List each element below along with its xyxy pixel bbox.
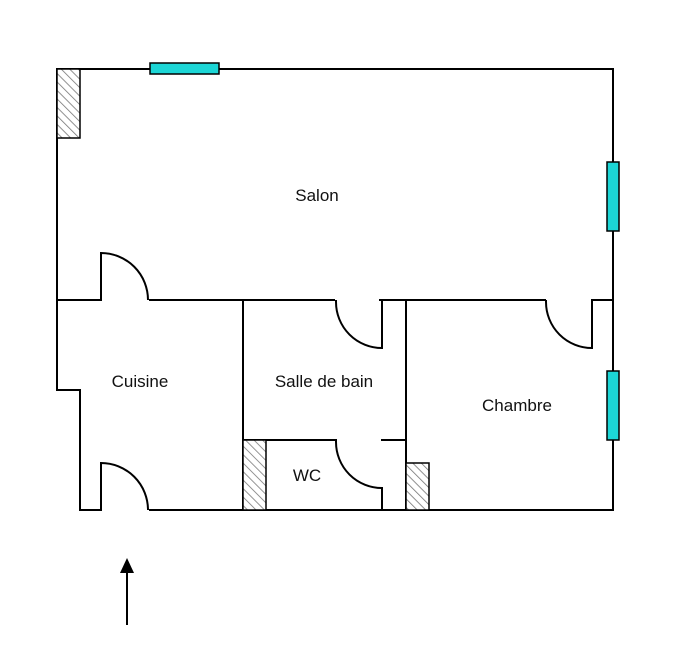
hatched-chimney-icon [242, 439, 267, 511]
door-entrance [100, 461, 149, 511]
room-label-chambre: Chambre [482, 396, 552, 415]
door-salon-cuisine [100, 251, 149, 301]
windows [149, 62, 620, 441]
door-chambre [545, 300, 593, 349]
exterior-walls [56, 68, 614, 511]
arrow-up-icon [120, 558, 134, 625]
chimneys [56, 68, 430, 511]
room-label-salon: Salon [295, 186, 338, 205]
wall-left-lower [56, 299, 81, 511]
door-salle-de-bain [335, 300, 383, 349]
window-icon [606, 161, 620, 232]
room-label-cuisine: Cuisine [112, 372, 169, 391]
doors [100, 251, 593, 511]
door-wc [335, 440, 383, 489]
window-icon [149, 62, 220, 75]
window-icon [606, 370, 620, 441]
room-label-wc: WC [293, 466, 321, 485]
hatched-chimney-icon [56, 68, 81, 139]
room-label-salle-de-bain: Salle de bain [275, 372, 373, 391]
hatched-chimney-icon [405, 462, 430, 511]
